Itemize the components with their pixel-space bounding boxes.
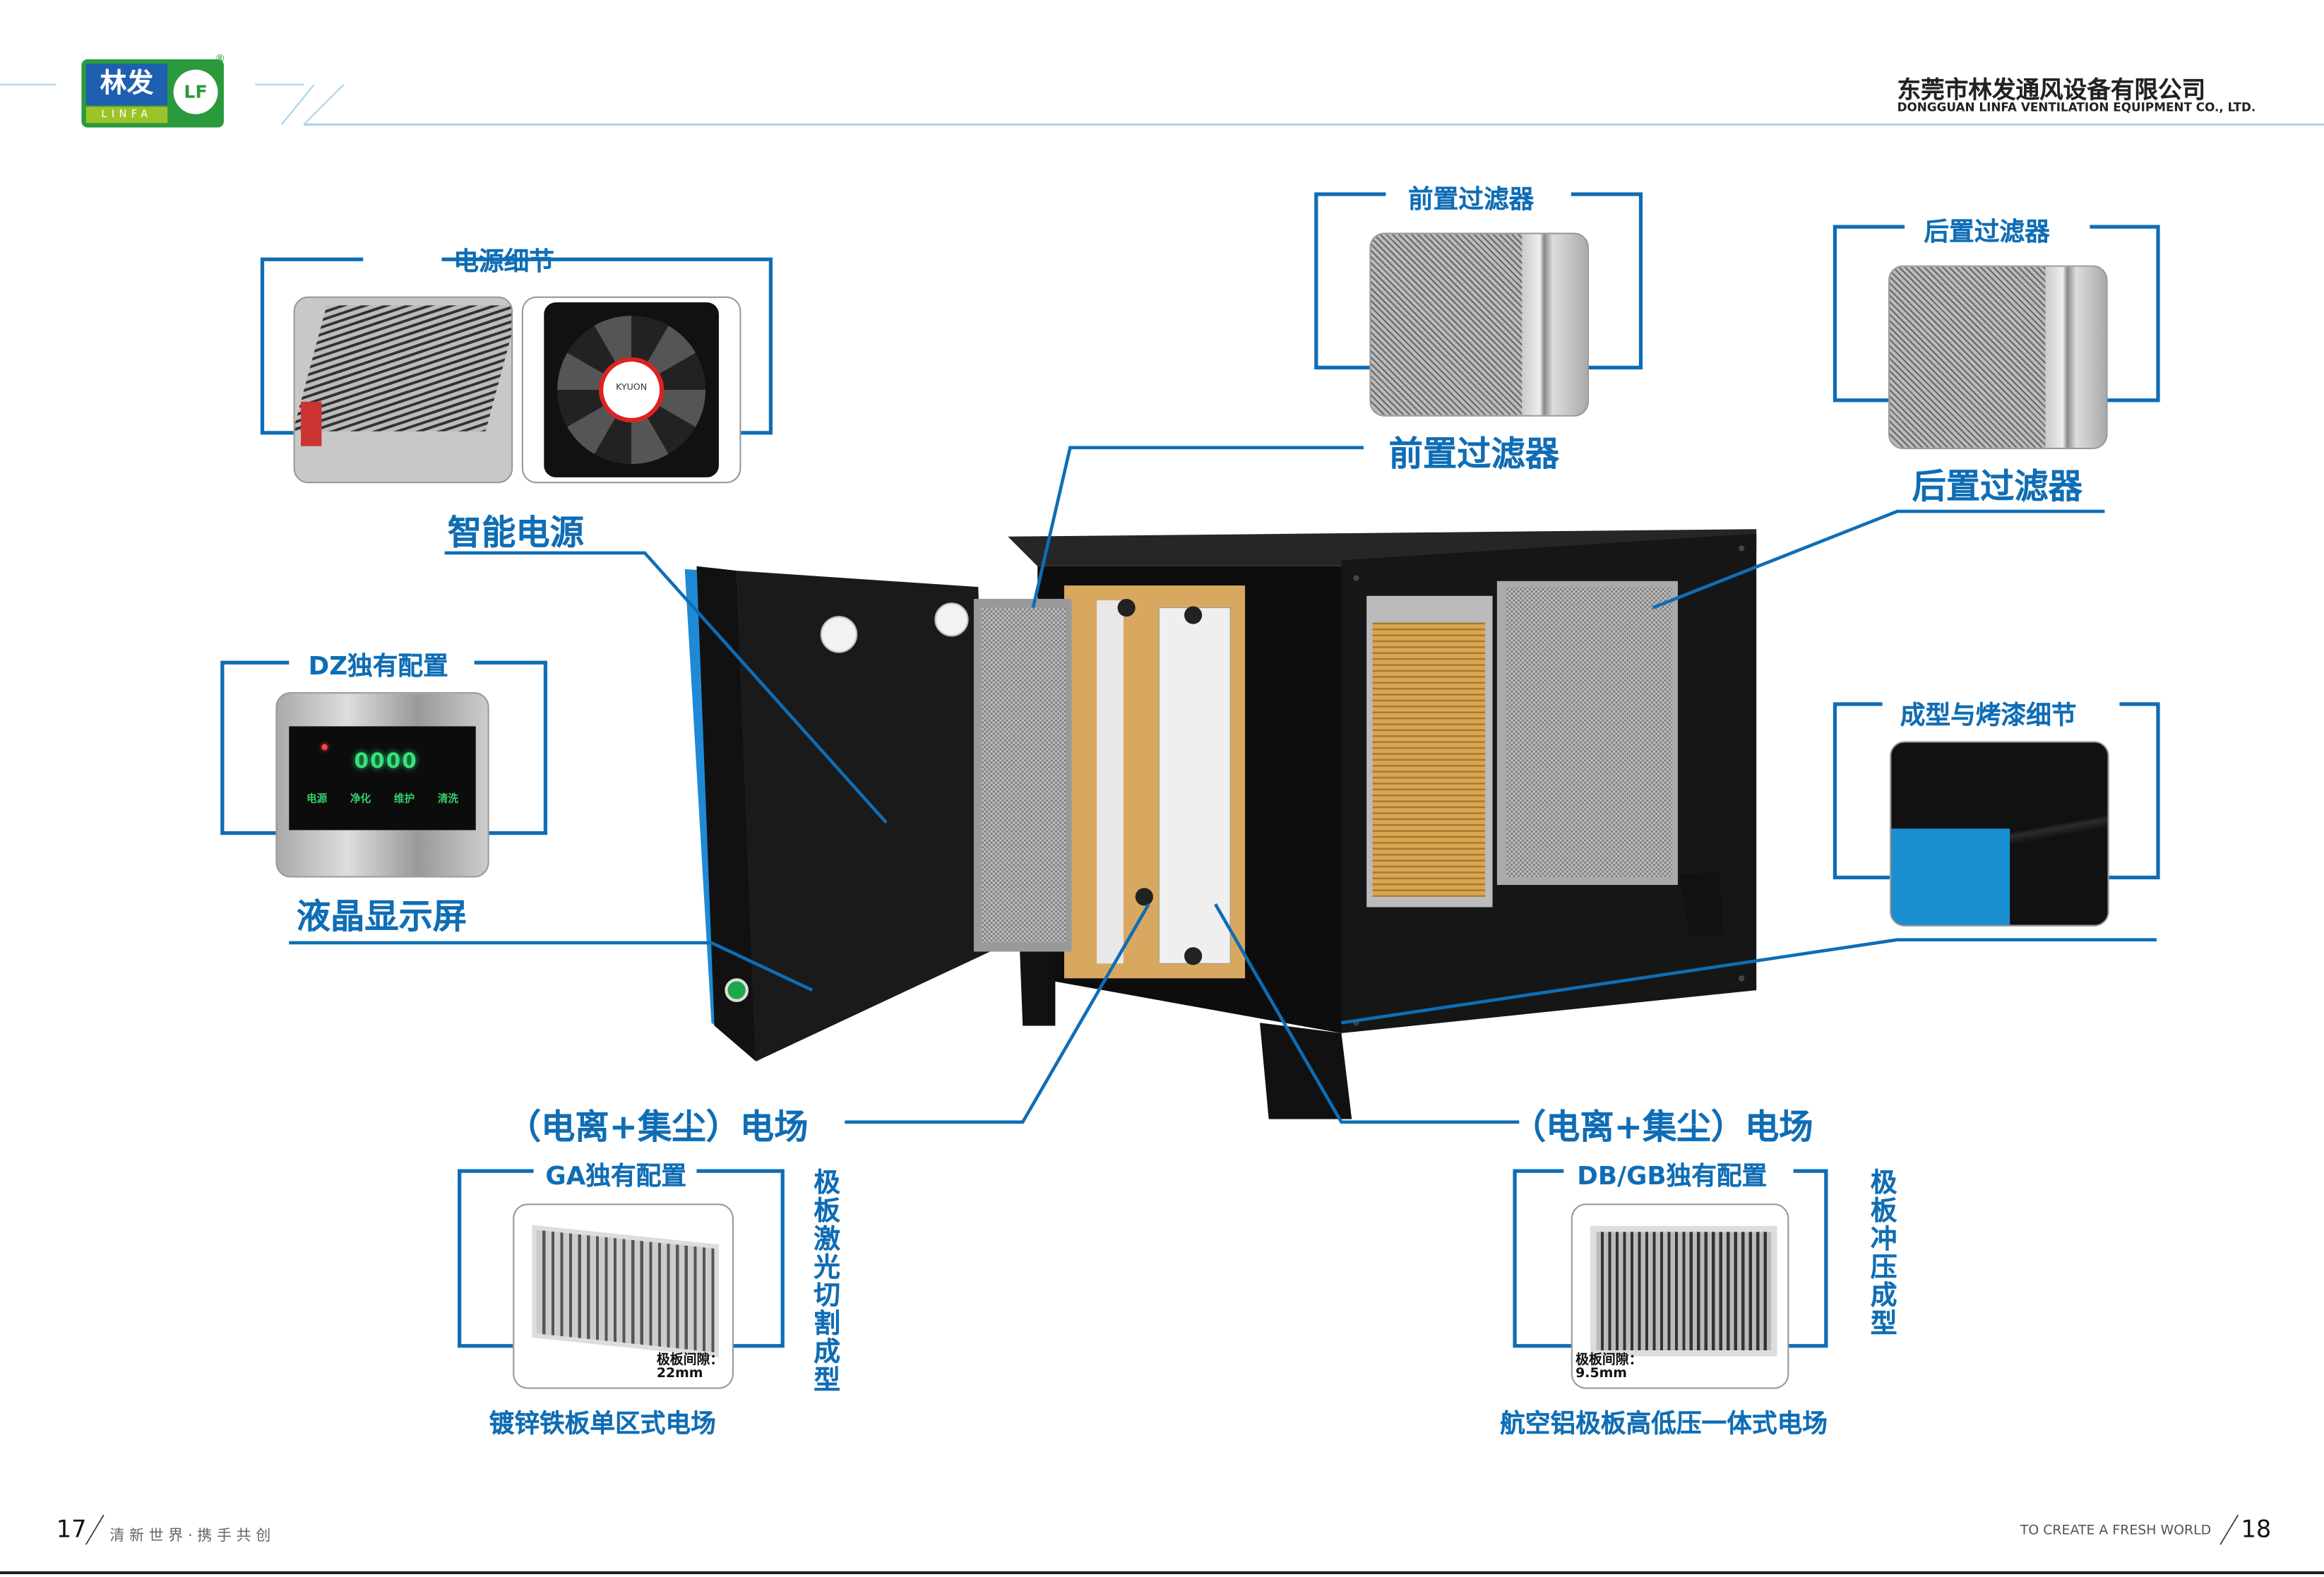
dbgb-gap-value: 9.5mm xyxy=(1575,1367,1627,1382)
dbgb-vertical-text: 极板冲压成型 xyxy=(1866,1167,1897,1338)
ga-gap-value: 22mm xyxy=(656,1367,703,1382)
fan-frame: KYUON xyxy=(544,302,719,477)
post-filter-label: 后置过滤器 xyxy=(1912,468,2082,507)
company-name-en: DONGGUAN LINFA VENTILATION EQUIPMENT CO.… xyxy=(1897,100,2256,114)
dbgb-config-title: DB/GB独有配置 xyxy=(1577,1162,1768,1192)
ga-gap-label: 极板间隙： xyxy=(656,1353,724,1369)
company-name-cn: 东莞市林发通风设备有限公司 xyxy=(1897,76,2206,104)
ga-electrode-cell xyxy=(532,1225,719,1357)
post-filter-title: 后置过滤器 xyxy=(1924,218,2050,248)
led-indicator xyxy=(321,744,328,751)
logo: 林发 LINFA LF ® xyxy=(81,54,225,128)
panel-button-maintain: 维护 xyxy=(393,792,415,805)
paint-detail-title: 成型与烤漆细节 xyxy=(1900,701,2077,731)
lcd-digits: 0000 xyxy=(354,750,418,774)
power-supply-slots xyxy=(294,305,512,432)
power-supply-image xyxy=(293,296,513,484)
logo-en: LINFA xyxy=(85,107,168,124)
paint-blue-side xyxy=(1891,828,2010,925)
ga-electrode-image: 极板间隙： 22mm xyxy=(513,1203,734,1389)
dbgb-electrode-image: 极板间隙： 9.5mm xyxy=(1571,1203,1789,1389)
page-number-left: 17 xyxy=(56,1515,87,1543)
smart-power-label: 智能电源 xyxy=(447,514,584,553)
fan-image: KYUON xyxy=(521,296,741,484)
pre-filter-label: 前置过滤器 xyxy=(1388,436,1560,475)
fan-blades: KYUON xyxy=(557,316,706,464)
logo-mark: LF xyxy=(173,69,218,114)
power-terminal xyxy=(301,401,322,446)
dz-config-title: DZ独有配置 xyxy=(308,652,448,682)
ga-vertical-text: 极板激光切割成型 xyxy=(809,1167,841,1393)
dbgb-caption: 航空铝极板高低压一体式电场 xyxy=(1500,1410,1828,1440)
pre-filter-image xyxy=(1369,232,1590,417)
post-filter-mesh xyxy=(1890,266,2046,448)
ga-caption: 镀锌铁板单区式电场 xyxy=(489,1410,716,1440)
post-filter-image xyxy=(1888,265,2108,449)
dbgb-electrode-cell xyxy=(1590,1225,1777,1357)
panel-buttons: 电源 净化 维护 清洗 xyxy=(295,792,470,807)
logo-cn: 林发 xyxy=(85,64,168,106)
footer-slogan-en: TO CREATE A FRESH WORLD xyxy=(2020,1523,2212,1539)
lcd-panel-image: 0000 电源 净化 维护 清洗 xyxy=(275,692,489,878)
dbgb-gap-label: 极板间隙： xyxy=(1575,1353,1643,1369)
paint-detail-image xyxy=(1890,741,2109,927)
pre-filter-mesh xyxy=(1371,234,1522,415)
footer-slogan-cn: 清 新 世 界 · 携 手 共 创 xyxy=(109,1528,271,1545)
pre-filter-title: 前置过滤器 xyxy=(1407,185,1535,215)
lcd-panel: 0000 电源 净化 维护 清洗 xyxy=(289,726,476,831)
lcd-display-label: 液晶显示屏 xyxy=(296,898,467,937)
page-number-right: 18 xyxy=(2241,1515,2272,1543)
panel-button-power: 电源 xyxy=(306,792,328,805)
power-detail-title: 电源细节 xyxy=(453,247,554,278)
panel-button-purify: 净化 xyxy=(350,792,371,805)
field-right-label: （电离+集尘）电场 xyxy=(1511,1108,1813,1148)
panel-button-clean: 清洗 xyxy=(437,792,459,805)
ga-config-title: GA独有配置 xyxy=(545,1162,687,1192)
field-left-label: （电离+集尘）电场 xyxy=(506,1108,809,1148)
registered-mark: ® xyxy=(215,53,226,66)
fan-label: KYUON xyxy=(598,357,665,423)
